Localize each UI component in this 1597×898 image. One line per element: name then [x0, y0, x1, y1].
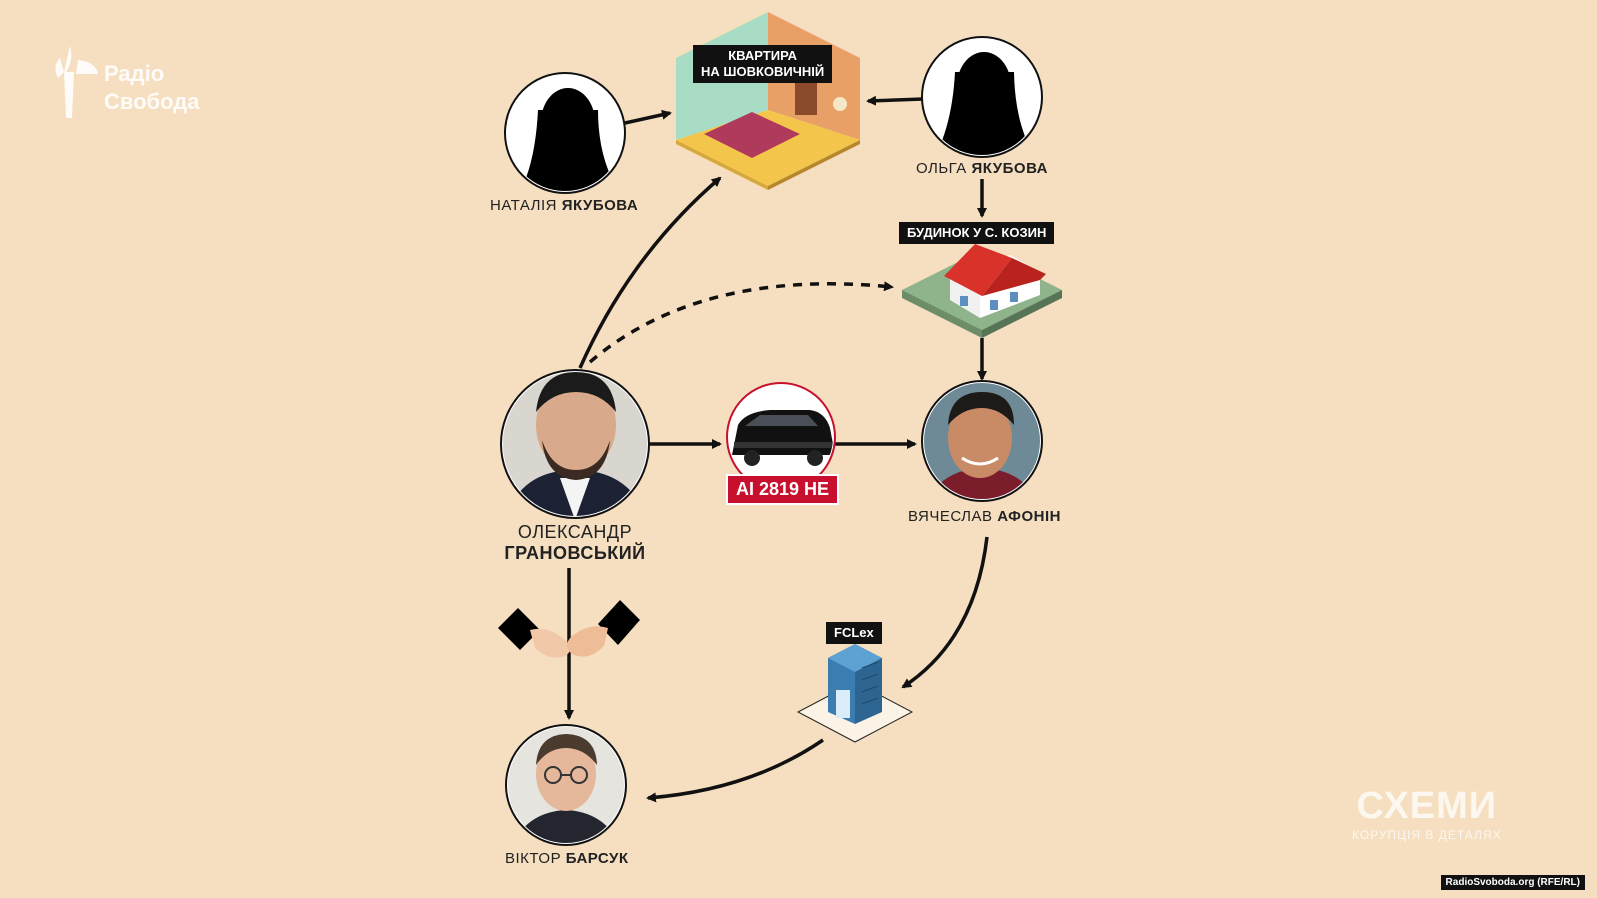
arrow-olga-apartment — [866, 95, 924, 106]
granovsky-last-name: ГРАНОВСЬКИЙ — [504, 543, 646, 563]
olga-avatar — [921, 36, 1043, 158]
natalia-avatar — [504, 72, 626, 194]
logo-line1: Радіо — [104, 61, 165, 86]
arrow-natalia-apartment — [624, 109, 672, 125]
natalia-first-name: НАТАЛІЯ — [490, 197, 558, 214]
olga-first-name: ОЛЬГА — [916, 160, 967, 177]
apartment-illustration — [676, 12, 860, 190]
barsuk-last-name: БАРСУК — [565, 850, 629, 867]
afonin-photo — [921, 380, 1043, 502]
natalia-name: НАТАЛІЯ ЯКУБОВА — [490, 197, 638, 214]
barsuk-first-name: ВІКТОР — [505, 850, 562, 867]
schemy-logo: СХЕМИ КОРУПЦІЯ В ДЕТАЛЯХ — [1352, 785, 1502, 842]
olga-name: ОЛЬГА ЯКУБОВА — [916, 160, 1048, 177]
apartment-label-line2: НА ШОВКОВИЧНІЙ — [701, 64, 825, 79]
credit-badge: RadioSvoboda.org (RFE/RL) — [1440, 875, 1585, 890]
arrow-afonin-fclex — [901, 536, 989, 689]
house-label: БУДИНОК У С. КОЗИН — [899, 222, 1055, 244]
logo-line2: Свобода — [104, 89, 200, 114]
apartment-label-line1: КВАРТИРА — [728, 48, 797, 63]
schemy-subtitle: КОРУПЦІЯ В ДЕТАЛЯХ — [1352, 828, 1502, 842]
arrow-granovsky-apartment — [578, 176, 722, 369]
house-illustration — [902, 244, 1062, 338]
apartment-label: КВАРТИРА НА ШОВКОВИЧНІЙ — [693, 45, 833, 83]
afonin-last-name: АФОНІН — [997, 508, 1061, 525]
fclex-label: FCLex — [826, 622, 882, 644]
car-plate: AI 2819 HE — [726, 474, 840, 505]
arrow-fclex-barsuk — [646, 738, 824, 803]
fclex-building — [796, 644, 914, 743]
afonin-first-name: ВЯЧЕСЛАВ — [908, 508, 993, 525]
arrow-granovsky-house-dashed — [588, 281, 894, 364]
granovsky-first-name: ОЛЕКСАНДР — [517, 522, 633, 542]
granovsky-name: ОЛЕКСАНДР ГРАНОВСЬКИЙ — [495, 522, 655, 564]
afonin-name: ВЯЧЕСЛАВ АФОНІН — [908, 508, 1061, 525]
handshake-icon — [498, 600, 640, 658]
barsuk-name: ВІКТОР БАРСУК — [505, 850, 629, 867]
radio-svoboda-torch-icon — [55, 46, 98, 118]
car-photo — [726, 382, 836, 492]
natalia-last-name: ЯКУБОВА — [561, 197, 639, 214]
barsuk-photo — [505, 724, 627, 846]
olga-last-name: ЯКУБОВА — [971, 160, 1048, 177]
radio-svoboda-logo: Радіо Свобода — [104, 60, 200, 116]
schemy-title: СХЕМИ — [1356, 785, 1498, 827]
granovsky-photo — [500, 369, 650, 519]
